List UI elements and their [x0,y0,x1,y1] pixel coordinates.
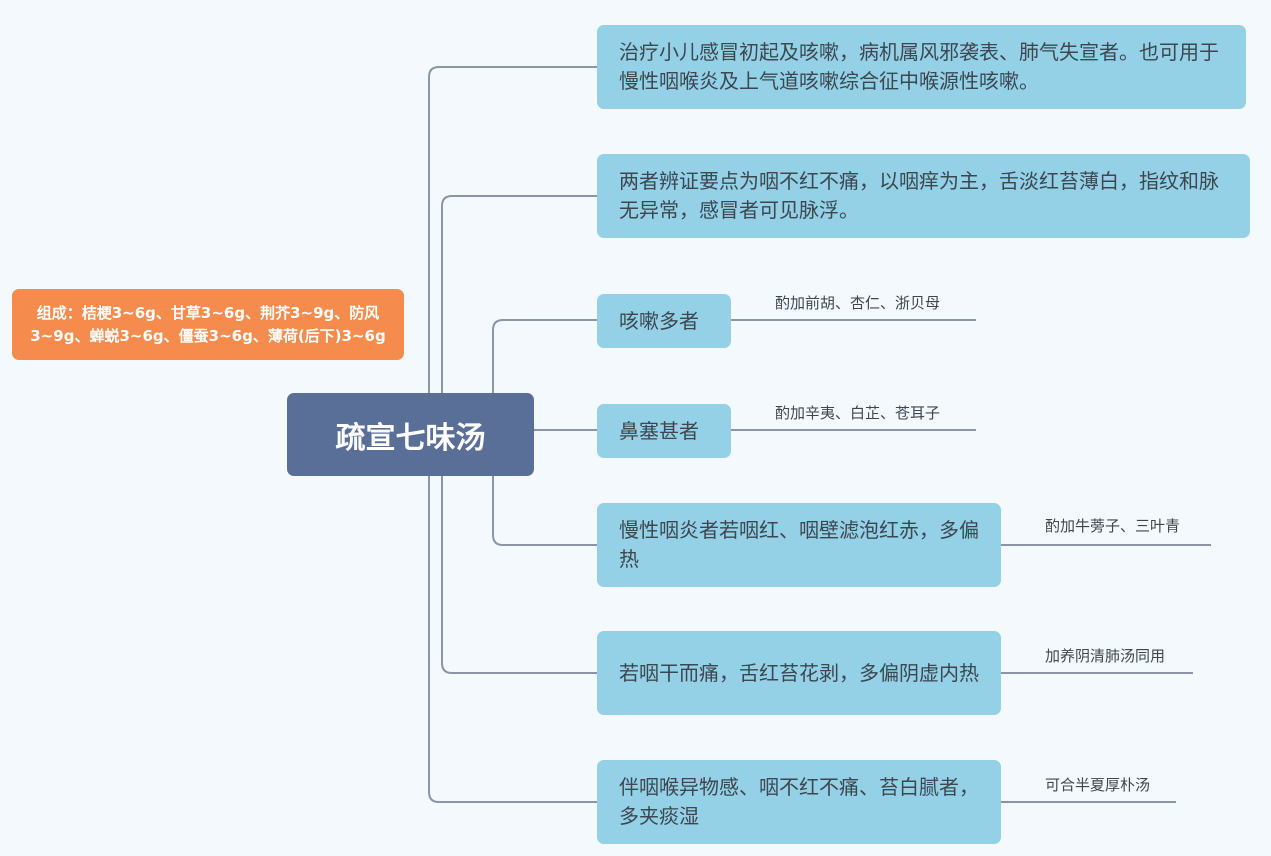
root-node[interactable]: 疏宣七味汤 [287,393,534,476]
branch-yin-deficiency[interactable]: 若咽干而痛，舌红苔花剥，多偏阴虚内热 [597,631,1001,715]
composition-box: 组成：桔梗3~6g、甘草3~6g、荆芥3~9g、防风3~9g、蝉蜕3~6g、僵蚕… [12,289,404,360]
note-chronic-pharyngitis: 酌加牛蒡子、三叶青 [1045,517,1181,535]
note-cough: 酌加前胡、杏仁、浙贝母 [775,294,941,312]
note-yin-deficiency: 加养阴清肺汤同用 [1045,647,1166,665]
branch-chronic-pharyngitis[interactable]: 慢性咽炎者若咽红、咽壁滤泡红赤，多偏热 [597,503,1001,587]
branch-cough[interactable]: 咳嗽多者 [597,294,731,348]
branch-diagnosis-points[interactable]: 两者辨证要点为咽不红不痛，以咽痒为主，舌淡红苔薄白，指纹和脉无异常，感冒者可见脉… [597,154,1250,238]
branch-nasal-congestion[interactable]: 鼻塞甚者 [597,404,731,458]
branch-indication[interactable]: 治疗小儿感冒初起及咳嗽，病机属风邪袭表、肺气失宣者。也可用于慢性咽喉炎及上气道咳… [597,25,1246,109]
note-nasal-congestion: 酌加辛夷、白芷、苍耳子 [775,404,941,422]
branch-phlegm-damp[interactable]: 伴咽喉异物感、咽不红不痛、苔白腻者，多夹痰湿 [597,760,1001,844]
note-phlegm-damp: 可合半夏厚朴汤 [1045,776,1151,794]
